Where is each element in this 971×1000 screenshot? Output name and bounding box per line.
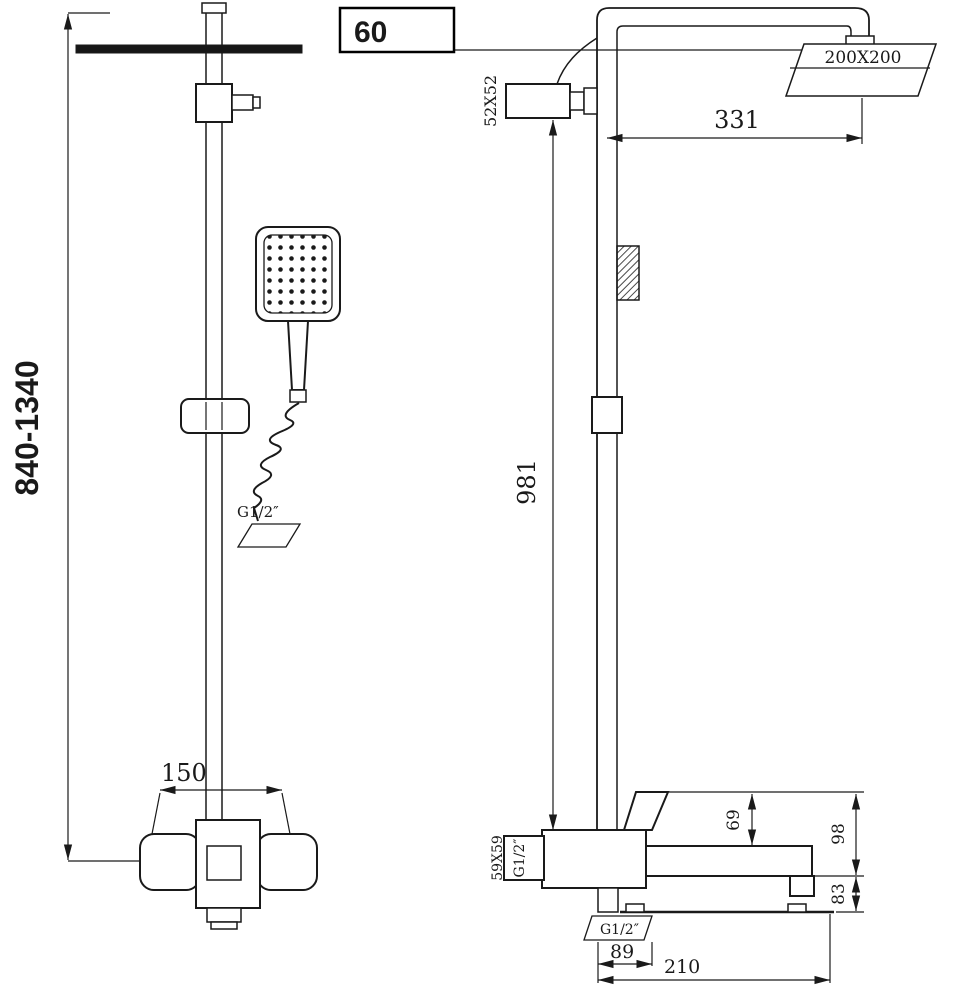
height-dimensions-right: 69 98 83 (668, 791, 864, 913)
dim-outlet-offset: 89 (610, 941, 634, 963)
head-drop-annotation: 60 (338, 6, 456, 54)
dim-spout-drop: 83 (829, 883, 849, 905)
annotation-box (338, 6, 456, 54)
dim-spout-reach: 210 (664, 956, 700, 978)
mixer-valve-front (139, 819, 318, 930)
hand-shower: G1/2″ (236, 226, 341, 548)
valve-button (206, 845, 242, 881)
hose-fitting (289, 389, 307, 403)
dim-riser-height: 981 (513, 459, 541, 505)
dim-spout-rise: 69 (724, 809, 744, 831)
left-handle (139, 833, 201, 891)
arm-reach-dimension: 331 (607, 98, 863, 144)
outlet-thread-label: G1/2″ (600, 922, 639, 938)
wall-flange (503, 835, 545, 881)
hose-thread-label: G1/2″ (237, 503, 279, 521)
dim-arm-reach: 331 (714, 106, 760, 134)
slider-bracket-front (180, 398, 250, 434)
hose-curve-top (556, 37, 598, 85)
front-view: 840-1340 G1/2″ (9, 2, 341, 930)
hand-shower-side: 52X52 (481, 75, 598, 127)
dim-overall-height: 840-1340 (9, 360, 45, 495)
hand-shower-handle (286, 320, 310, 391)
dim-valve-height: 98 (829, 823, 849, 845)
dim-handshower-size: 52X52 (481, 75, 500, 127)
rain-shower-head-edge (75, 44, 303, 54)
diverter-knob (231, 94, 254, 111)
spout-side (645, 845, 813, 877)
valve-thread-label: G1/2″ (512, 839, 528, 878)
dim-valve-body-size: 59X59 (490, 835, 506, 881)
riser-and-arm-side (556, 7, 870, 862)
valve-width-dimension: 150 (151, 759, 291, 835)
coiled-hose (252, 402, 300, 522)
lever-handle (622, 791, 670, 831)
side-view: 200X200 60 331 52X52 981 (338, 6, 938, 985)
hand-shower-block (505, 83, 571, 119)
arm-outer (596, 7, 870, 862)
slider-bracket-side (591, 396, 623, 434)
hand-shower-nozzles (263, 234, 333, 314)
right-handle (256, 833, 318, 891)
bottom-dimensions: G1/2″ 89 210 (583, 914, 831, 985)
spout-stub (206, 907, 242, 923)
wall-bracket-side (616, 245, 640, 301)
outlet-thread-callout (583, 915, 653, 941)
riser-top-cap (201, 2, 227, 14)
hose-connector-callout (236, 523, 302, 548)
spout-nozzle (789, 875, 815, 897)
bottom-inlet-stub (597, 887, 619, 913)
riser-height-dimension: 981 (513, 120, 558, 830)
mixer-valve-side (503, 791, 834, 914)
dim-head-size: 200X200 (825, 48, 902, 68)
head-plate (784, 43, 938, 97)
valve-body-side (541, 829, 647, 889)
dim-head-drop: 60 (354, 16, 387, 49)
dim-valve-width: 150 (161, 759, 207, 787)
diverter-block-front (195, 83, 261, 123)
rain-shower-head-side: 200X200 (784, 35, 938, 97)
arm-inner (616, 25, 852, 862)
overall-height-dimension: 840-1340 (9, 12, 148, 862)
riser-pipe-front (205, 5, 223, 905)
